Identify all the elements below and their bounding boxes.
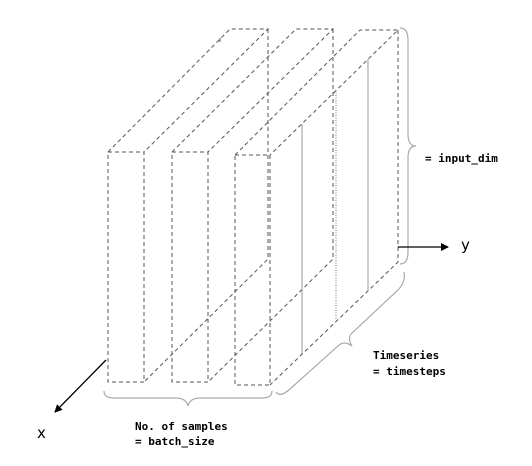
timesteps-label: = timesteps (373, 365, 446, 378)
input-dim-label: = input_dim (425, 152, 498, 165)
timeseries-label: Timeseries (373, 349, 439, 362)
samples-label: No. of samples (135, 420, 228, 433)
axis-y-label: y (461, 236, 470, 254)
sample-slab-1 (107, 28, 270, 383)
timesteps-brace (275, 271, 405, 395)
input-dim-brace (399, 27, 417, 265)
sample-slab-3 (234, 29, 400, 386)
axis-x-label: x (37, 424, 46, 442)
sample-slab-2 (171, 28, 335, 383)
x-axis-arrow (54, 359, 107, 413)
batch-size-brace (103, 390, 273, 407)
batch-size-label: = batch_size (135, 435, 215, 448)
